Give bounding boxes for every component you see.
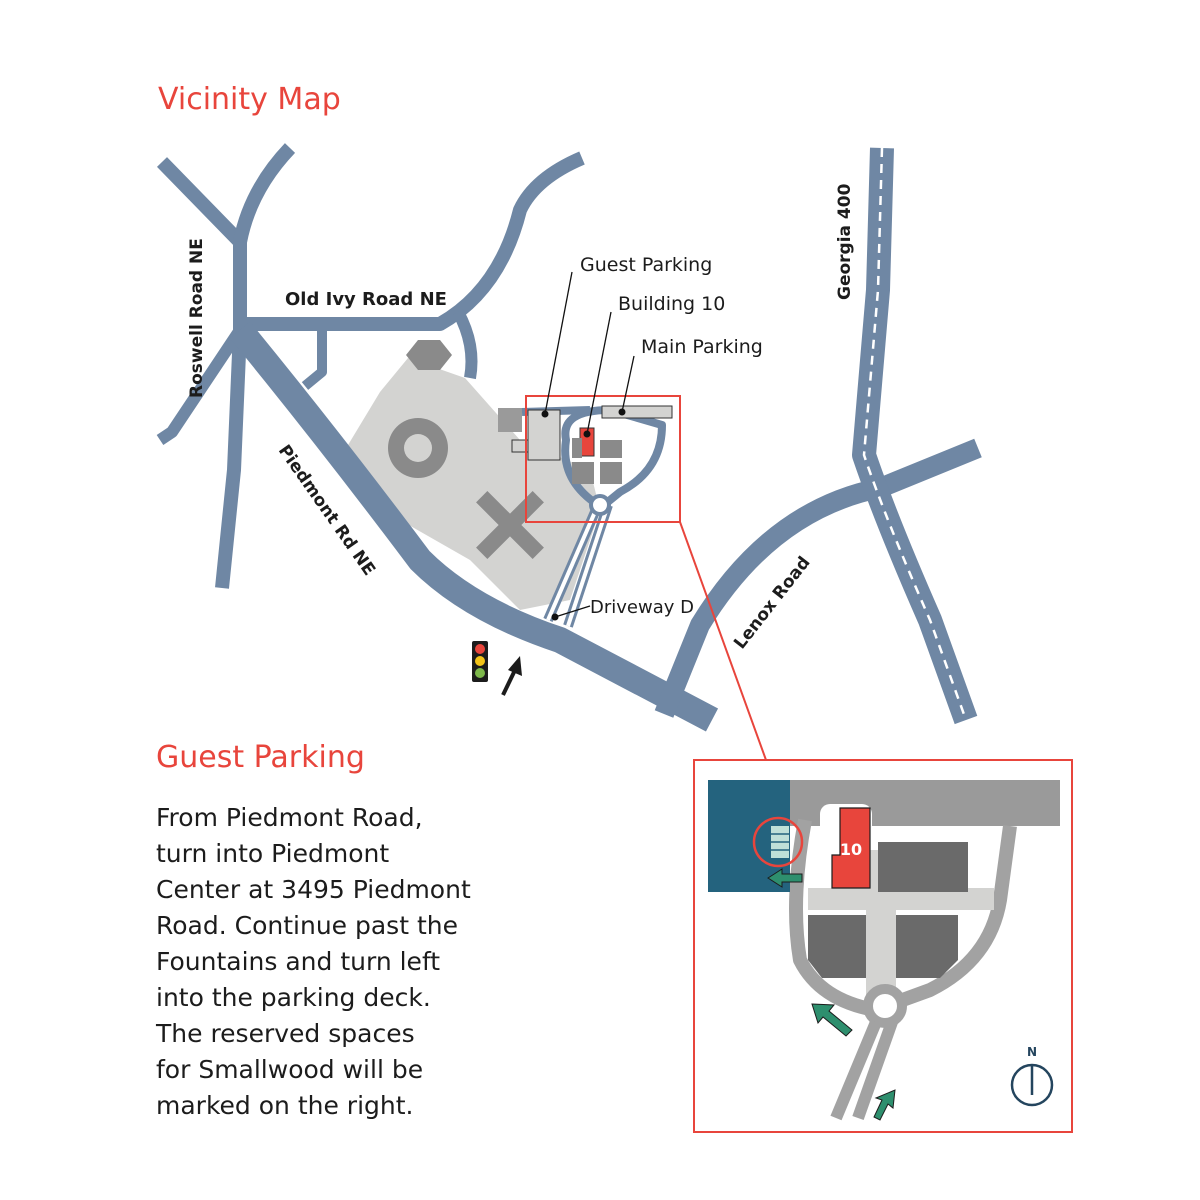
compass-north-label: N <box>1027 1045 1037 1059</box>
road-piedmont <box>229 321 719 732</box>
main-parking-deck <box>601 405 673 419</box>
road-lenox <box>654 438 982 718</box>
reserved-spaces-highlight <box>752 816 804 868</box>
guest-parking-deck <box>527 409 561 461</box>
inset-building-ne <box>878 842 968 892</box>
inset-building-10-number: 10 <box>840 840 862 859</box>
compass-north-icon: N <box>1010 1045 1054 1107</box>
inset-building-sw <box>808 915 866 978</box>
vicinity-map-title: Vicinity Map <box>158 82 341 117</box>
label-guest-parking-callout: Guest Parking <box>580 254 712 276</box>
piedmont-center-campus <box>345 340 600 610</box>
reserved-spaces <box>771 826 789 858</box>
arrow-entry-icon <box>873 1089 896 1121</box>
label-building-10-callout: Building 10 <box>618 293 725 315</box>
label-georgia-400: Georgia 400 <box>835 183 855 300</box>
site-detail <box>511 405 673 484</box>
label-main-parking-callout: Main Parking <box>641 336 763 358</box>
arrow-continue-icon <box>811 1003 853 1037</box>
guest-parking-title: Guest Parking <box>156 740 365 775</box>
road-network <box>156 143 982 732</box>
label-old-ivy-road: Old Ivy Road NE <box>285 289 447 310</box>
label-roswell-road: Roswell Road NE <box>187 238 207 398</box>
inset-roundabout <box>863 984 907 1028</box>
inset-building-10 <box>831 807 871 889</box>
site-locator-box <box>525 395 681 523</box>
road-old-ivy <box>240 151 585 331</box>
arrow-turn-left-icon <box>767 868 803 888</box>
fountain-building <box>406 340 452 370</box>
guest-parking-directions: From Piedmont Road, turn into Piedmont C… <box>156 803 471 1120</box>
road-campus-loop <box>561 406 666 509</box>
direction-arrow-icon <box>501 656 522 696</box>
inset-building-se <box>896 915 958 978</box>
label-driveway-d: Driveway D <box>590 597 694 618</box>
inset-map: 10 N <box>693 759 1073 1133</box>
inset-connector-line <box>679 521 767 761</box>
traffic-light-icon <box>472 641 488 682</box>
callout-leaders <box>544 271 635 618</box>
